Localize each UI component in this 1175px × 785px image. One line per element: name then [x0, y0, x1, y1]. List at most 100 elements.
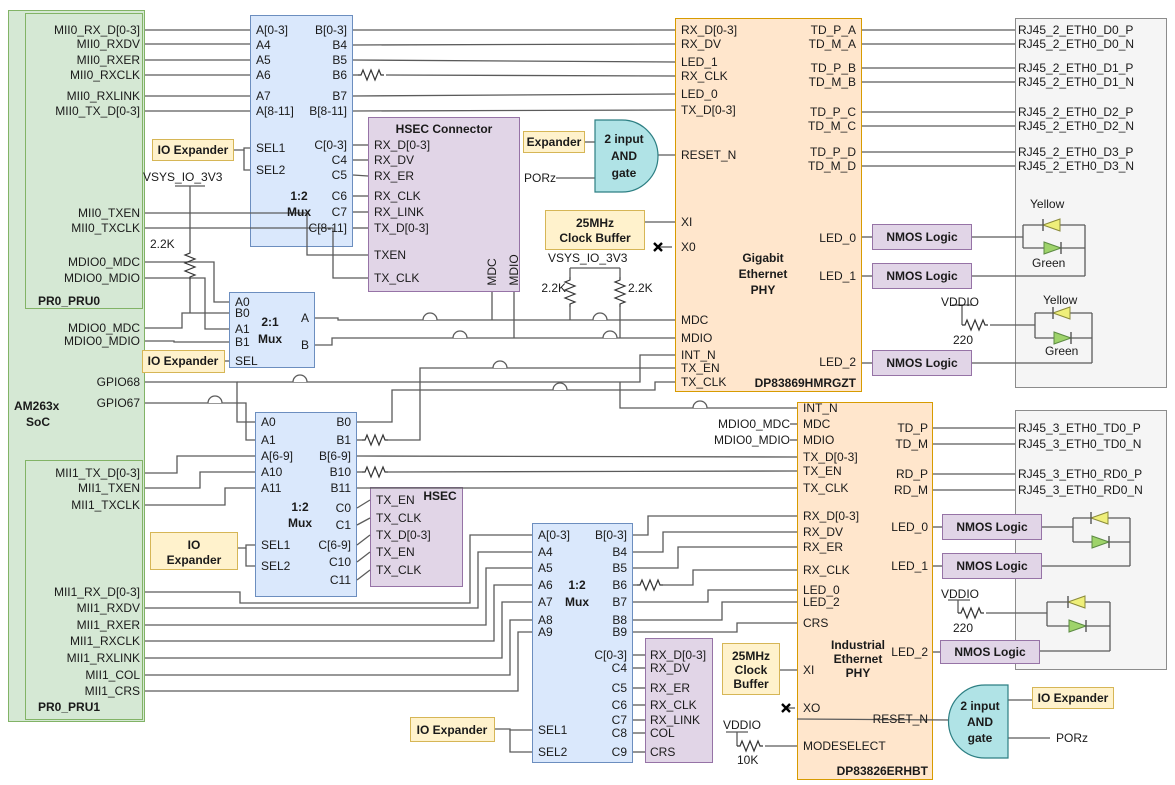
phy2-left-7-label: RX_DV — [803, 525, 844, 539]
hsec1-pins-5-label: TX_D[0-3] — [374, 221, 429, 235]
mux1-left-0-label: A[0-3] — [256, 23, 289, 37]
res-r22-label: 2.2K — [628, 281, 653, 295]
hsec1-mdc-label: MDC — [485, 258, 499, 286]
soc-signals-3-label: MII0_RXCLK — [69, 68, 140, 82]
phy1-left-0-label: RX_D[0-3] — [681, 23, 738, 37]
mux2-right-0-label: B0 — [336, 415, 351, 429]
mux2-t1-label: 1:2 — [291, 500, 309, 514]
rxblk-pins-6-label: CRS — [650, 745, 676, 759]
soc-signals-23-label: MII1_CRS — [84, 684, 140, 698]
phy2-left-0-label: INT_N — [803, 401, 838, 415]
phy1-left-6-label: RESET_N — [681, 148, 737, 162]
phy1-right-4-label: TD_P_C — [809, 105, 856, 119]
mux1-c-3-label: C6 — [331, 189, 347, 203]
soc-signals-2-label: MII0_RXER — [76, 53, 140, 67]
mux21-pins-4-label: SEL — [235, 354, 258, 368]
mux2-c-0-label: C0 — [335, 501, 351, 515]
phy2-left-8-label: RX_ER — [803, 540, 844, 554]
soc-signals-15-label: MII1_TXEN — [77, 481, 140, 495]
andgate-l2-label: AND — [967, 715, 993, 729]
phy1-right-6-label: TD_P_D — [809, 145, 856, 159]
nmos-logic-2-box — [872, 263, 972, 289]
mux3-c-1-label: C4 — [611, 661, 627, 675]
boxes-io_expander-label: IO Expander — [147, 354, 219, 368]
phy1-part-label: DP83869HMRGZT — [754, 376, 856, 390]
andgate-l1-label: 2 input — [960, 699, 1000, 713]
soc-signals-22-label: MII1_COL — [85, 668, 140, 682]
mux2-left-1-label: A1 — [261, 433, 276, 447]
power-vddio-label: VDDIO — [941, 295, 980, 309]
rj45_2-pins-7-label: RJ45_2_ETH0_D3_N — [1018, 159, 1135, 173]
phy2-t1-label: Industrial — [830, 638, 886, 652]
mux1-c-1-label: C4 — [331, 153, 347, 167]
res-r22-label: 2.2K — [541, 281, 566, 295]
mux3-left-6-label: A9 — [538, 625, 553, 639]
phy2-left-1-label: MDC — [803, 417, 831, 431]
phy1-right-9-label: LED_1 — [819, 269, 856, 283]
mux1-left-5-label: A[8-11] — [256, 104, 294, 118]
phy2-right-6-label: LED_2 — [891, 645, 928, 659]
phy1-t1-label: Gigabit — [742, 251, 784, 265]
mux1-left-3-label: A6 — [256, 68, 271, 82]
phy2-part-label: DP83826ERHBT — [836, 764, 928, 778]
mux3-t1-label: 1:2 — [568, 578, 586, 592]
clock-buffer-2-box — [722, 643, 780, 695]
phy2-left-9-label: RX_CLK — [803, 563, 850, 577]
rj45_3-pins-0-label: RJ45_3_ETH0_TD0_P — [1018, 421, 1141, 435]
soc-title1-label: AM263x — [14, 399, 60, 413]
soc-signals-12-label: GPIO68 — [96, 375, 140, 389]
io-expander-1-box — [152, 139, 234, 161]
boxes-io_expander-label: IO Expander — [416, 723, 488, 737]
phy2-right-7-label: RESET_N — [872, 712, 928, 726]
clk2-l2-label: Clock — [734, 663, 768, 677]
mux2-c-2-label: C[6-9] — [318, 538, 351, 552]
soc-signals-13-label: GPIO67 — [96, 396, 140, 410]
rxblk-pins-5-label: COL — [650, 726, 675, 740]
phy1-left-13-label: TX_CLK — [681, 375, 727, 389]
resistor-h — [958, 606, 984, 620]
phy1-left-4-label: LED_0 — [681, 87, 718, 101]
boxes-nmos-label: NMOS Logic — [886, 356, 958, 370]
clk2-l3-label: Buffer — [733, 677, 769, 691]
mux1-t2-label: Mux — [287, 205, 311, 219]
mux1-left-1-label: A4 — [256, 38, 271, 52]
mux2-c-4-label: C11 — [329, 573, 351, 587]
soc-title2-label: SoC — [26, 415, 50, 429]
hsec2-title-label: HSEC — [423, 489, 457, 503]
soc-signals-19-label: MII1_RXER — [76, 618, 140, 632]
mux1-left-7-label: SEL2 — [256, 163, 286, 177]
mux21-out-0-label: A — [300, 311, 309, 325]
phy2-right-4-label: LED_0 — [891, 520, 928, 534]
mux3-c-3-label: C6 — [611, 698, 627, 712]
mux3-left-0-label: A[0-3] — [538, 528, 571, 542]
mux2-left-2-label: A[6-9] — [261, 449, 294, 463]
mux1-c-5-label: C[8-11] — [308, 221, 347, 235]
mux1-left-4-label: A7 — [256, 89, 271, 103]
mux3-right-2-label: B5 — [612, 561, 627, 575]
hsec2-pins-4-label: TX_CLK — [376, 563, 422, 577]
resistor-h — [362, 465, 388, 479]
rxblk-pins-4-label: RX_LINK — [650, 713, 701, 727]
mux1-right-3-label: B6 — [332, 68, 347, 82]
hsec-connector-block — [368, 117, 520, 292]
phy1-left-2-label: LED_1 — [681, 55, 718, 69]
mux1-right-4-label: B7 — [332, 89, 347, 103]
rj45_2-led1_bot-label: Green — [1032, 256, 1066, 270]
boxes-nmos-label: NMOS Logic — [954, 645, 1026, 659]
phy2-right-0-label: TD_P — [897, 421, 928, 435]
phy2-left-12-label: CRS — [803, 616, 829, 630]
phy1-left-1-label: RX_DV — [681, 37, 722, 51]
rj45_2-pins-0-label: RJ45_2_ETH0_D0_P — [1018, 23, 1134, 37]
io-expander-4-box — [410, 717, 495, 742]
phy1-right-8-label: LED_0 — [819, 231, 856, 245]
io-expander-2-box — [142, 350, 225, 373]
rj45_2-led1_top-label: Yellow — [1030, 197, 1065, 211]
soc-signals-16-label: MII1_TXCLK — [71, 498, 140, 512]
phy1-left-10-label: MDIO — [681, 331, 713, 345]
ext-mdc-label: MDIO0_MDC — [717, 417, 790, 431]
mux2-c-3-label: C10 — [328, 555, 351, 569]
pru0-block — [25, 13, 143, 309]
mux3-right-3-label: B6 — [612, 578, 627, 592]
resistor-h — [962, 318, 988, 332]
resistor-v — [613, 277, 627, 307]
